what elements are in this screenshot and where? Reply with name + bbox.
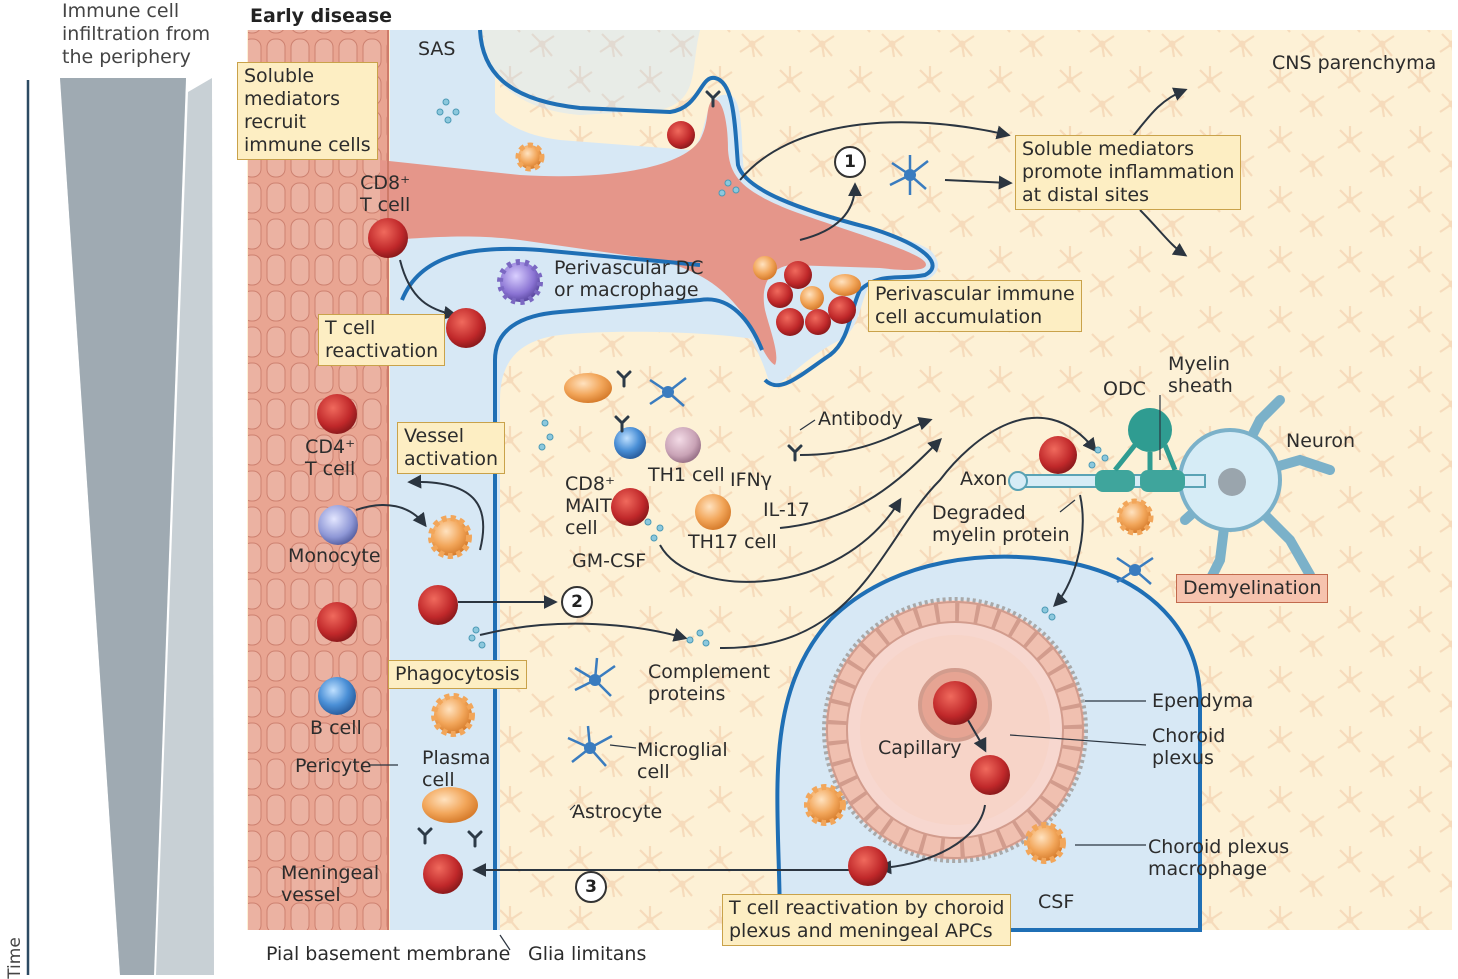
b-cell-graphic — [318, 677, 356, 715]
axon-t-cell-graphic — [1039, 436, 1077, 474]
t-cell-top-graphic — [667, 121, 695, 149]
cp-apc-t-cell-graphic — [848, 846, 888, 886]
neuron-label: Neuron — [1286, 430, 1356, 452]
th17-cell-graphic — [695, 494, 731, 530]
cd8-t-cell-graphic — [368, 218, 408, 258]
sas-macrophage-graphic — [515, 142, 545, 172]
monocyte-label: Monocyte — [288, 545, 381, 567]
mait-cell-graphic — [611, 488, 649, 526]
pial-membrane-label: Pial basement membrane — [266, 943, 511, 965]
sas-t-cell-graphic — [418, 585, 458, 625]
vessel-activation-box: Vessel activation — [397, 422, 506, 474]
time-axis-label: Time — [4, 937, 25, 979]
antibody-label: Antibody — [818, 408, 903, 430]
soluble-recruit-box: Soluble mediators recruit immune cells — [237, 62, 378, 160]
astrocyte-label: Astrocyte — [572, 801, 663, 823]
axon-label: Axon — [960, 468, 1008, 490]
perivascular-dc-label: Perivascular DC or macrophage — [554, 257, 704, 301]
microglia-graphics — [567, 155, 1154, 767]
choroid-t-cell-graphic — [970, 755, 1010, 795]
flow-arrows — [355, 87, 1188, 877]
gmcsf-label: GM-CSF — [572, 550, 647, 572]
choroid-plexus-region — [775, 554, 1202, 932]
immune-cell-cluster — [753, 256, 861, 336]
cd8-mait-label: CD8⁺ MAIT cell — [565, 473, 616, 539]
monocyte-graphic — [318, 505, 358, 545]
time-wedge — [26, 78, 214, 975]
cp-macrophage-label: Choroid plexus macrophage — [1148, 836, 1290, 880]
cp-apc-graphic — [804, 784, 846, 826]
complement-label: Complement proteins — [648, 661, 771, 705]
side-caption: Immune cell infiltration from the periph… — [62, 0, 211, 68]
pericyte-label: Pericyte — [295, 755, 372, 777]
phagocyte-graphic — [431, 693, 475, 737]
demyelination-box: Demyelination — [1176, 574, 1329, 603]
soluble-distal-box: Soluble mediators promote inflammation a… — [1015, 135, 1242, 210]
demyelination-macrophage-graphic — [1116, 498, 1154, 536]
degraded-myelin-label: Degraded myelin protein — [932, 502, 1070, 546]
th1-cell-label: TH1 cell — [648, 464, 725, 486]
capillary-t-cell-graphic — [933, 681, 977, 725]
mediator-dots — [436, 98, 1109, 649]
perivascular-accumulation-box: Perivascular immune cell accumulation — [868, 280, 1082, 332]
choroid-plexus-label: Choroid plexus — [1152, 725, 1226, 769]
diagram-title: Early disease — [250, 5, 393, 27]
meningeal-vessel-label: Meningeal vessel — [281, 862, 380, 906]
cp-reactivation-box: T cell reactivation by choroid plexus an… — [722, 894, 1012, 946]
step-3-badge: 3 — [575, 871, 607, 903]
b-cell-label: B cell — [310, 717, 362, 739]
neuron-drawing — [1008, 395, 1335, 595]
glia-limitans-label: Glia limitans — [528, 943, 647, 965]
meningeal-vessel-shape — [248, 30, 926, 930]
t-reactivation-box: T cell reactivation — [318, 314, 446, 366]
step-2-badge: 2 — [561, 586, 593, 618]
capillary-label: Capillary — [878, 737, 962, 759]
il17-label: IL-17 — [763, 499, 810, 521]
parenchyma-plasma-graphic — [564, 373, 612, 403]
vessel-t-cell-graphic — [317, 602, 357, 642]
cp-macrophage-graphic — [1024, 822, 1066, 864]
ifng-label: IFNγ — [730, 469, 772, 491]
reactivated-t-cell-graphic — [446, 308, 486, 348]
leader-lines — [370, 395, 1161, 951]
cns-parenchyma-label: CNS parenchyma — [1272, 52, 1437, 74]
step-1-badge: 1 — [834, 146, 866, 178]
sas-label: SAS — [418, 38, 456, 60]
perivascular-dc-graphic — [497, 259, 543, 305]
pial-membrane-lines — [400, 29, 935, 930]
cd4-t-cell-label: CD4⁺ T cell — [305, 436, 356, 480]
odc-label: ODC — [1103, 378, 1146, 400]
returning-t-cell-graphic — [423, 854, 463, 894]
ependyma-label: Ependyma — [1152, 690, 1254, 712]
phagocytosis-box: Phagocytosis — [388, 660, 527, 689]
activated-monocyte-graphic — [428, 515, 472, 559]
plasma-cell-label: Plasma cell — [422, 747, 491, 791]
csf-label: CSF — [1038, 891, 1075, 913]
cd8-t-cell-label: CD8⁺ T cell — [360, 172, 411, 216]
th17-cell-label: TH17 cell — [688, 531, 777, 553]
cd4-t-cell-graphic — [317, 394, 357, 434]
microglial-label: Microglial cell — [637, 739, 728, 783]
plasma-cell-graphic — [422, 787, 478, 823]
th1-cell-graphic — [665, 427, 701, 463]
antibody-glyphs — [417, 90, 803, 848]
blue-b-cell-graphic — [614, 427, 646, 459]
myelin-sheath-label: Myelin sheath — [1168, 353, 1233, 397]
